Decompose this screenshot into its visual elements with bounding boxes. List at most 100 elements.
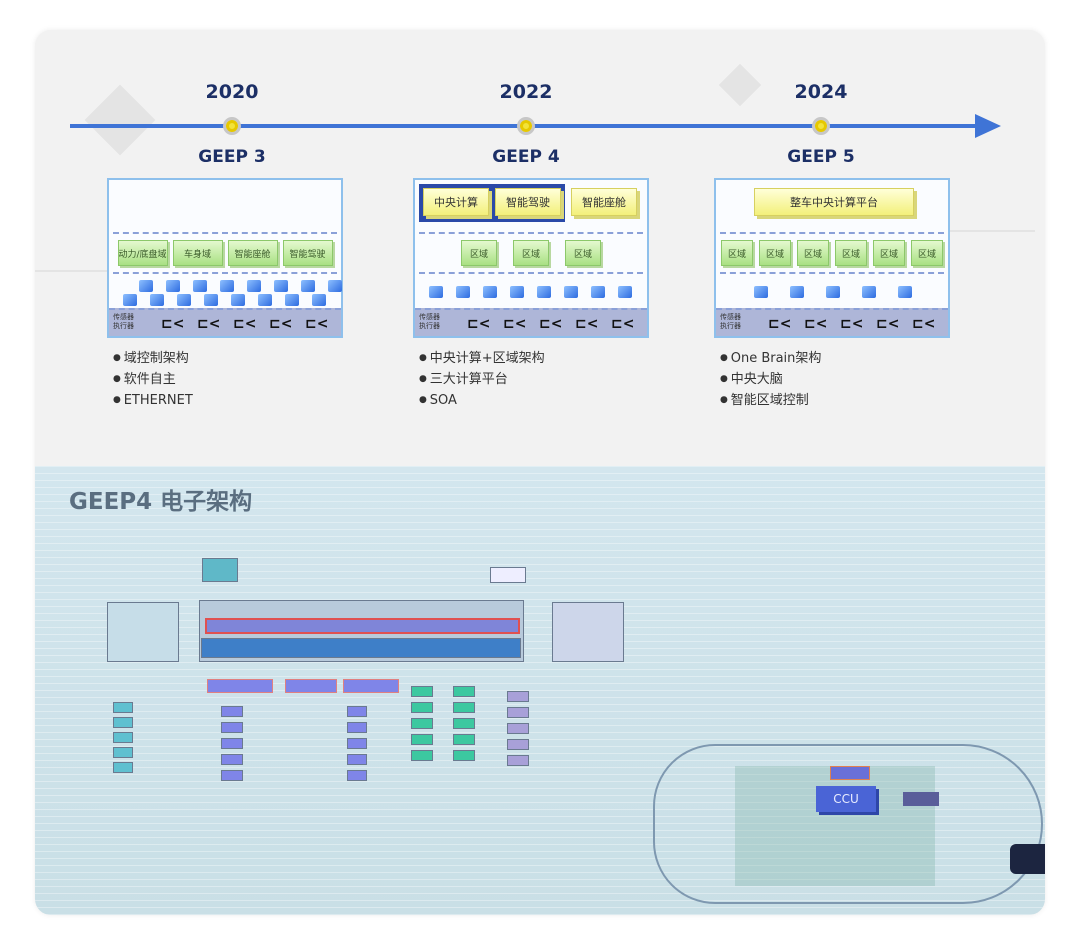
divider (720, 272, 944, 274)
architecture-box: 动力/底盘域车身域智能座舱智能驾驶传感器 执行器⊏<⊏<⊏<⊏<⊏< (107, 178, 343, 338)
background-stripe (35, 809, 1045, 810)
background-stripe (35, 683, 1045, 684)
ecu-block (347, 754, 367, 765)
network-bus (201, 638, 521, 658)
car-outline (653, 744, 1043, 904)
domain-box: 区域 (721, 240, 753, 266)
switch-icon: ⊏< (575, 316, 599, 332)
decoration (718, 63, 762, 107)
decoration (84, 84, 156, 156)
switch-icon: ⊏< (876, 316, 900, 332)
ccu-block: CCU (816, 786, 876, 812)
feature-item: One Brain架构 (720, 348, 822, 369)
background-stripe (35, 914, 1045, 915)
ecu-cube (429, 286, 443, 298)
background-stripe (35, 781, 1045, 782)
section-title: GEEP4 电子架构 (69, 489, 253, 515)
switch-icon: ⊏< (611, 316, 635, 332)
top-box: 智能座舱 (571, 188, 637, 216)
ecu-cube (483, 286, 497, 298)
switch-icon: ⊏< (233, 316, 257, 332)
switch-icon: ⊏< (912, 316, 936, 332)
background-stripe (35, 620, 1045, 621)
background-stripe (35, 641, 1045, 642)
domain-box: 区域 (759, 240, 791, 266)
hand-pointer (1010, 844, 1045, 874)
timeline-arrow-icon (975, 114, 1001, 138)
background-stripe (35, 613, 1045, 614)
switch-icon: ⊏< (503, 316, 527, 332)
ecu-block (343, 679, 399, 693)
feature-item: 中央大脑 (720, 369, 821, 390)
switch-icon: ⊏< (305, 316, 329, 332)
timeline-node-icon (517, 117, 535, 135)
switch-icon: ⊏< (804, 316, 828, 332)
timeline-year: 2024 (794, 81, 848, 103)
compute-bus (205, 618, 520, 634)
ecu-block (113, 702, 133, 713)
background-stripe (35, 543, 1045, 544)
feature-item: 三大计算平台 (419, 369, 545, 390)
generation-name: GEEP 4 (492, 147, 560, 167)
background-stripe (35, 760, 1045, 761)
diagram-block (202, 558, 238, 582)
ecu-block (507, 691, 529, 702)
background-stripe (35, 739, 1045, 740)
background-stripe (35, 907, 1045, 908)
feature-item: 软件自主 (113, 369, 193, 390)
switch-icon: ⊏< (840, 316, 864, 332)
left-domain-block (107, 602, 179, 662)
domain-box: 区域 (911, 240, 943, 266)
background-stripe (35, 725, 1045, 726)
background-stripe (35, 599, 1045, 600)
ecu-cube (591, 286, 605, 298)
timeline-node-icon (223, 117, 241, 135)
background-stripe (35, 536, 1045, 537)
domain-box: 区域 (565, 240, 601, 266)
ecu-block (347, 722, 367, 733)
background-stripe (35, 802, 1045, 803)
ecu-block (507, 739, 529, 750)
feature-list: 域控制架构软件自主ETHERNET (113, 348, 193, 411)
background-stripe (35, 466, 1045, 467)
ecu-block (285, 679, 337, 693)
ecu-block (453, 718, 475, 729)
background-stripe (35, 732, 1045, 733)
background-stripe (35, 487, 1045, 488)
background-stripe (35, 795, 1045, 796)
background-stripe (35, 697, 1045, 698)
background-stripe (35, 515, 1045, 516)
ecu-cube (150, 294, 164, 306)
ecu-cube (826, 286, 840, 298)
background-stripe (35, 851, 1045, 852)
right-domain-block (552, 602, 624, 662)
background-stripe (35, 823, 1045, 824)
ecu-cube (618, 286, 632, 298)
background-stripe (35, 669, 1045, 670)
background-stripe (35, 872, 1045, 873)
top-box: 整车中央计算平台 (754, 188, 914, 216)
top-box: 智能驾驶 (495, 188, 561, 216)
timeline-year: 2022 (499, 81, 553, 103)
feature-list: 中央计算+区域架构三大计算平台SOA (419, 348, 545, 411)
feature-item: 域控制架构 (113, 348, 193, 369)
generation-name: GEEP 5 (787, 147, 855, 167)
background-stripe (35, 690, 1045, 691)
background-stripe (35, 550, 1045, 551)
background-stripe (35, 564, 1045, 565)
background-stripe (35, 557, 1045, 558)
architecture-box: 中央计算智能驾驶智能座舱区域区域区域传感器 执行器⊏<⊏<⊏<⊏<⊏< (413, 178, 649, 338)
ecu-cube (204, 294, 218, 306)
background-stripe (35, 634, 1045, 635)
ecu-cube (247, 280, 261, 292)
ecu-cube (177, 294, 191, 306)
background-stripe (35, 865, 1045, 866)
divider (113, 272, 337, 274)
sensor-label: 传感器 执行器 (113, 313, 134, 330)
switch-icon: ⊏< (768, 316, 792, 332)
ecu-cube (456, 286, 470, 298)
ecu-block (453, 702, 475, 713)
divider (720, 232, 944, 234)
background-stripe (35, 571, 1045, 572)
